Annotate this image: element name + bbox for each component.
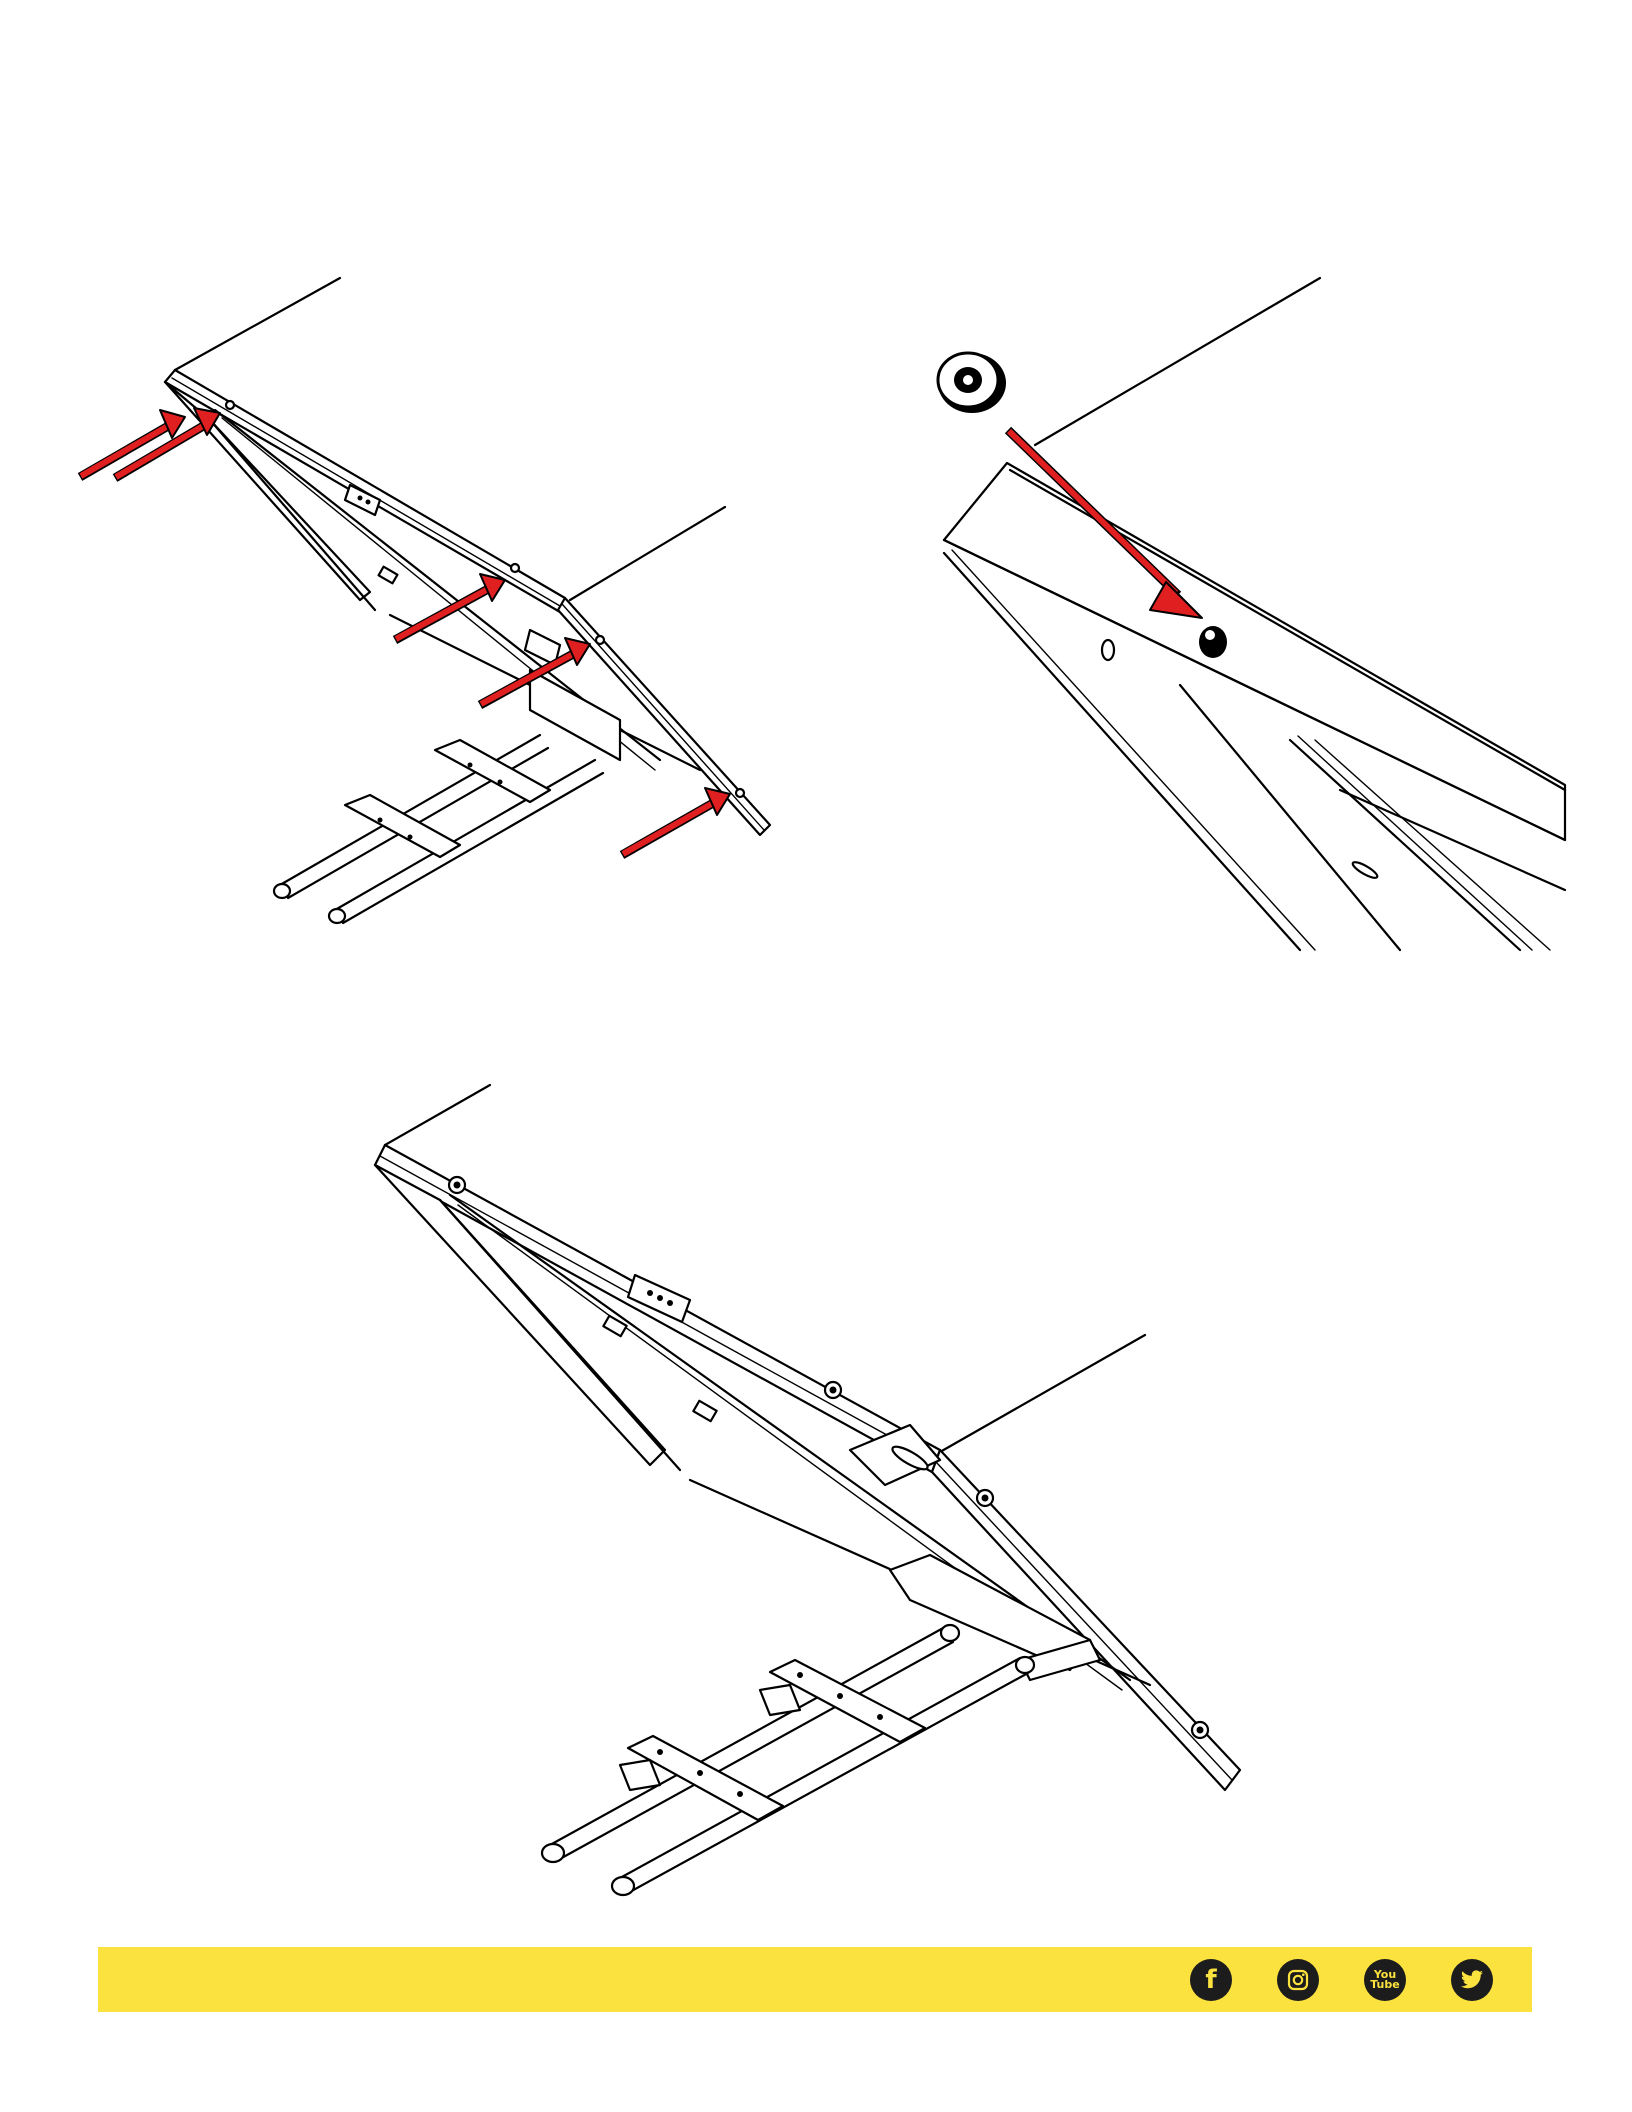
callout-arrow [622,788,730,855]
assembly-figure-step-a [60,270,800,920]
twitter-icon[interactable] [1451,1959,1493,2001]
instagram-icon[interactable] [1277,1959,1319,2001]
grommet-part [938,353,1006,413]
youtube-icon[interactable]: You Tube [1364,1959,1406,2001]
callout-arrow [395,574,505,640]
assembly-figure-step-c [370,1060,1270,1930]
footer-bar: f You Tube [98,1947,1532,2012]
facebook-icon[interactable]: f [1190,1959,1232,2001]
detail-figure-step-b [920,270,1570,950]
